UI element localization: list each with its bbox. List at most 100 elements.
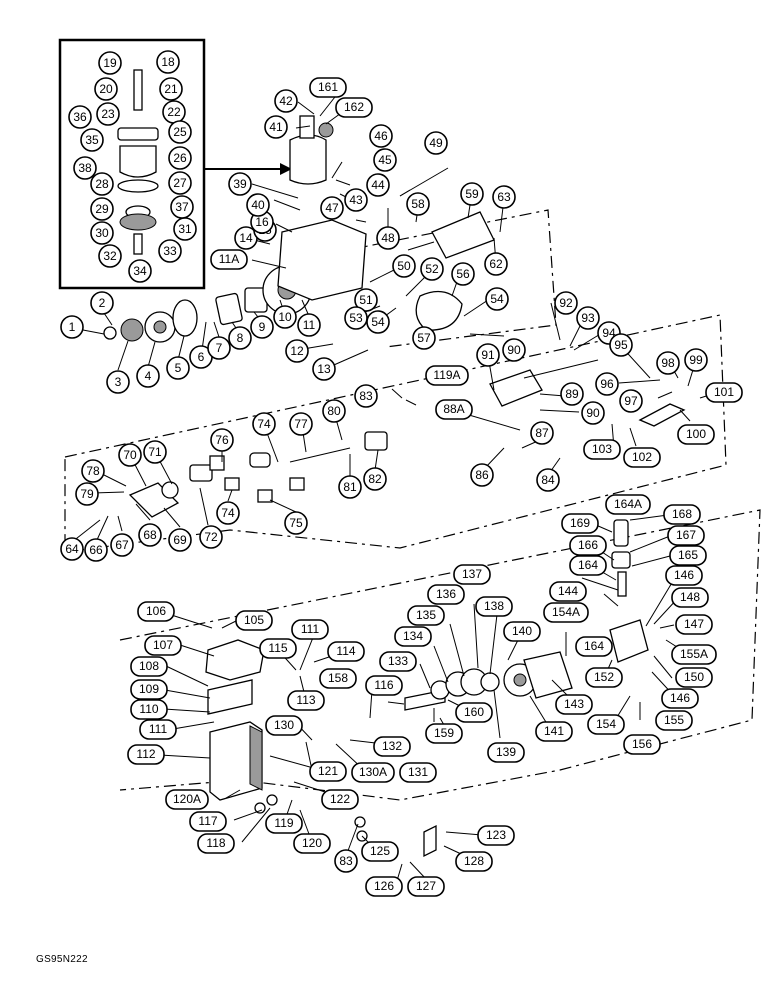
svg-text:80: 80 xyxy=(327,404,341,418)
callout-84: 84 xyxy=(536,468,560,492)
callout-72: 72 xyxy=(199,525,223,549)
callout-110: 110 xyxy=(130,699,168,720)
svg-text:44: 44 xyxy=(371,178,385,192)
svg-text:138: 138 xyxy=(484,599,504,613)
callout-34: 34 xyxy=(128,259,152,283)
svg-text:47: 47 xyxy=(325,201,339,215)
callout-47: 47 xyxy=(320,196,344,220)
callout-51: 51 xyxy=(354,288,378,312)
callout-102: 102 xyxy=(623,447,661,468)
callout-8: 8 xyxy=(228,326,252,350)
svg-text:51: 51 xyxy=(359,293,373,307)
svg-text:82: 82 xyxy=(368,472,382,486)
svg-text:122: 122 xyxy=(330,792,350,806)
inset-arrow xyxy=(204,163,292,175)
callout-138: 138 xyxy=(475,596,513,617)
callout-164: 164 xyxy=(575,636,613,657)
svg-text:5: 5 xyxy=(175,361,182,375)
svg-text:70: 70 xyxy=(123,448,137,462)
callout-78: 78 xyxy=(81,459,105,483)
callout-3: 3 xyxy=(106,370,130,394)
callout-13: 13 xyxy=(312,357,336,381)
svg-text:155: 155 xyxy=(664,713,684,727)
svg-text:9: 9 xyxy=(259,320,266,334)
svg-text:83: 83 xyxy=(359,389,373,403)
callout-148: 148 xyxy=(671,587,709,608)
callout-58: 58 xyxy=(406,192,430,216)
svg-text:140: 140 xyxy=(512,624,532,638)
svg-text:111: 111 xyxy=(301,622,320,636)
svg-text:120: 120 xyxy=(302,836,322,850)
callout-52: 52 xyxy=(420,257,444,281)
callout-164A: 164A xyxy=(605,494,651,515)
svg-text:57: 57 xyxy=(417,331,431,345)
svg-text:135: 135 xyxy=(416,608,436,622)
svg-text:30: 30 xyxy=(95,226,109,240)
svg-text:29: 29 xyxy=(95,202,109,216)
callout-77: 77 xyxy=(289,412,313,436)
callout-98: 98 xyxy=(656,351,680,375)
callout-100: 100 xyxy=(677,424,715,445)
callout-67: 67 xyxy=(110,533,134,557)
callout-44: 44 xyxy=(366,173,390,197)
callout-70: 70 xyxy=(118,443,142,467)
callout-119: 119 xyxy=(265,813,303,834)
svg-text:56: 56 xyxy=(456,267,470,281)
callout-159: 159 xyxy=(425,723,463,744)
callout-53: 53 xyxy=(344,306,368,330)
svg-text:137: 137 xyxy=(462,567,482,581)
svg-text:144: 144 xyxy=(558,584,578,598)
callout-90: 90 xyxy=(502,338,526,362)
callout-123: 123 xyxy=(477,825,515,846)
callout-108: 108 xyxy=(130,656,168,677)
callout-113: 113 xyxy=(287,690,325,711)
callout-154A: 154A xyxy=(543,602,589,623)
callout-29: 29 xyxy=(90,197,114,221)
callout-4: 4 xyxy=(136,364,160,388)
svg-text:113: 113 xyxy=(296,693,315,707)
svg-text:79: 79 xyxy=(80,487,94,501)
callout-156: 156 xyxy=(623,734,661,755)
callout-7: 7 xyxy=(207,336,231,360)
callout-81: 81 xyxy=(338,475,362,499)
svg-text:39: 39 xyxy=(233,177,247,191)
svg-text:116: 116 xyxy=(374,678,393,692)
svg-text:63: 63 xyxy=(497,190,511,204)
callout-16: 16 xyxy=(250,210,274,234)
svg-text:100: 100 xyxy=(686,427,706,441)
svg-text:16: 16 xyxy=(255,215,269,229)
svg-text:148: 148 xyxy=(680,590,700,604)
callout-21: 21 xyxy=(159,77,183,101)
svg-text:1: 1 xyxy=(69,320,76,334)
callout-137: 137 xyxy=(453,564,491,585)
svg-text:40: 40 xyxy=(251,198,265,212)
callout-152: 152 xyxy=(585,667,623,688)
callout-161: 161 xyxy=(309,77,347,98)
svg-text:92: 92 xyxy=(559,296,573,310)
callout-20: 20 xyxy=(94,77,118,101)
callout-144: 144 xyxy=(549,581,587,602)
callout-112: 112 xyxy=(127,744,165,765)
svg-text:119A: 119A xyxy=(433,368,460,382)
svg-text:23: 23 xyxy=(101,107,115,121)
svg-text:165: 165 xyxy=(678,548,698,562)
callout-128: 128 xyxy=(455,851,493,872)
callout-105: 105 xyxy=(235,610,273,631)
svg-text:87: 87 xyxy=(535,426,549,440)
callout-layer: 1 2 3 4 5 6 7 8 9 10 11 11A 12 13 14 15 … xyxy=(60,50,743,897)
svg-text:101: 101 xyxy=(714,385,734,399)
svg-text:67: 67 xyxy=(115,538,129,552)
callout-57: 57 xyxy=(412,326,436,350)
callout-28: 28 xyxy=(90,172,114,196)
svg-text:34: 34 xyxy=(133,264,147,278)
callout-46: 46 xyxy=(369,124,393,148)
svg-text:74: 74 xyxy=(257,417,271,431)
callout-140: 140 xyxy=(503,621,541,642)
callout-41: 41 xyxy=(264,115,288,139)
callout-111b: 111 xyxy=(291,619,329,640)
svg-text:64: 64 xyxy=(65,542,79,556)
callout-136: 136 xyxy=(427,584,465,605)
callout-162: 162 xyxy=(335,97,373,118)
callout-40: 40 xyxy=(246,193,270,217)
